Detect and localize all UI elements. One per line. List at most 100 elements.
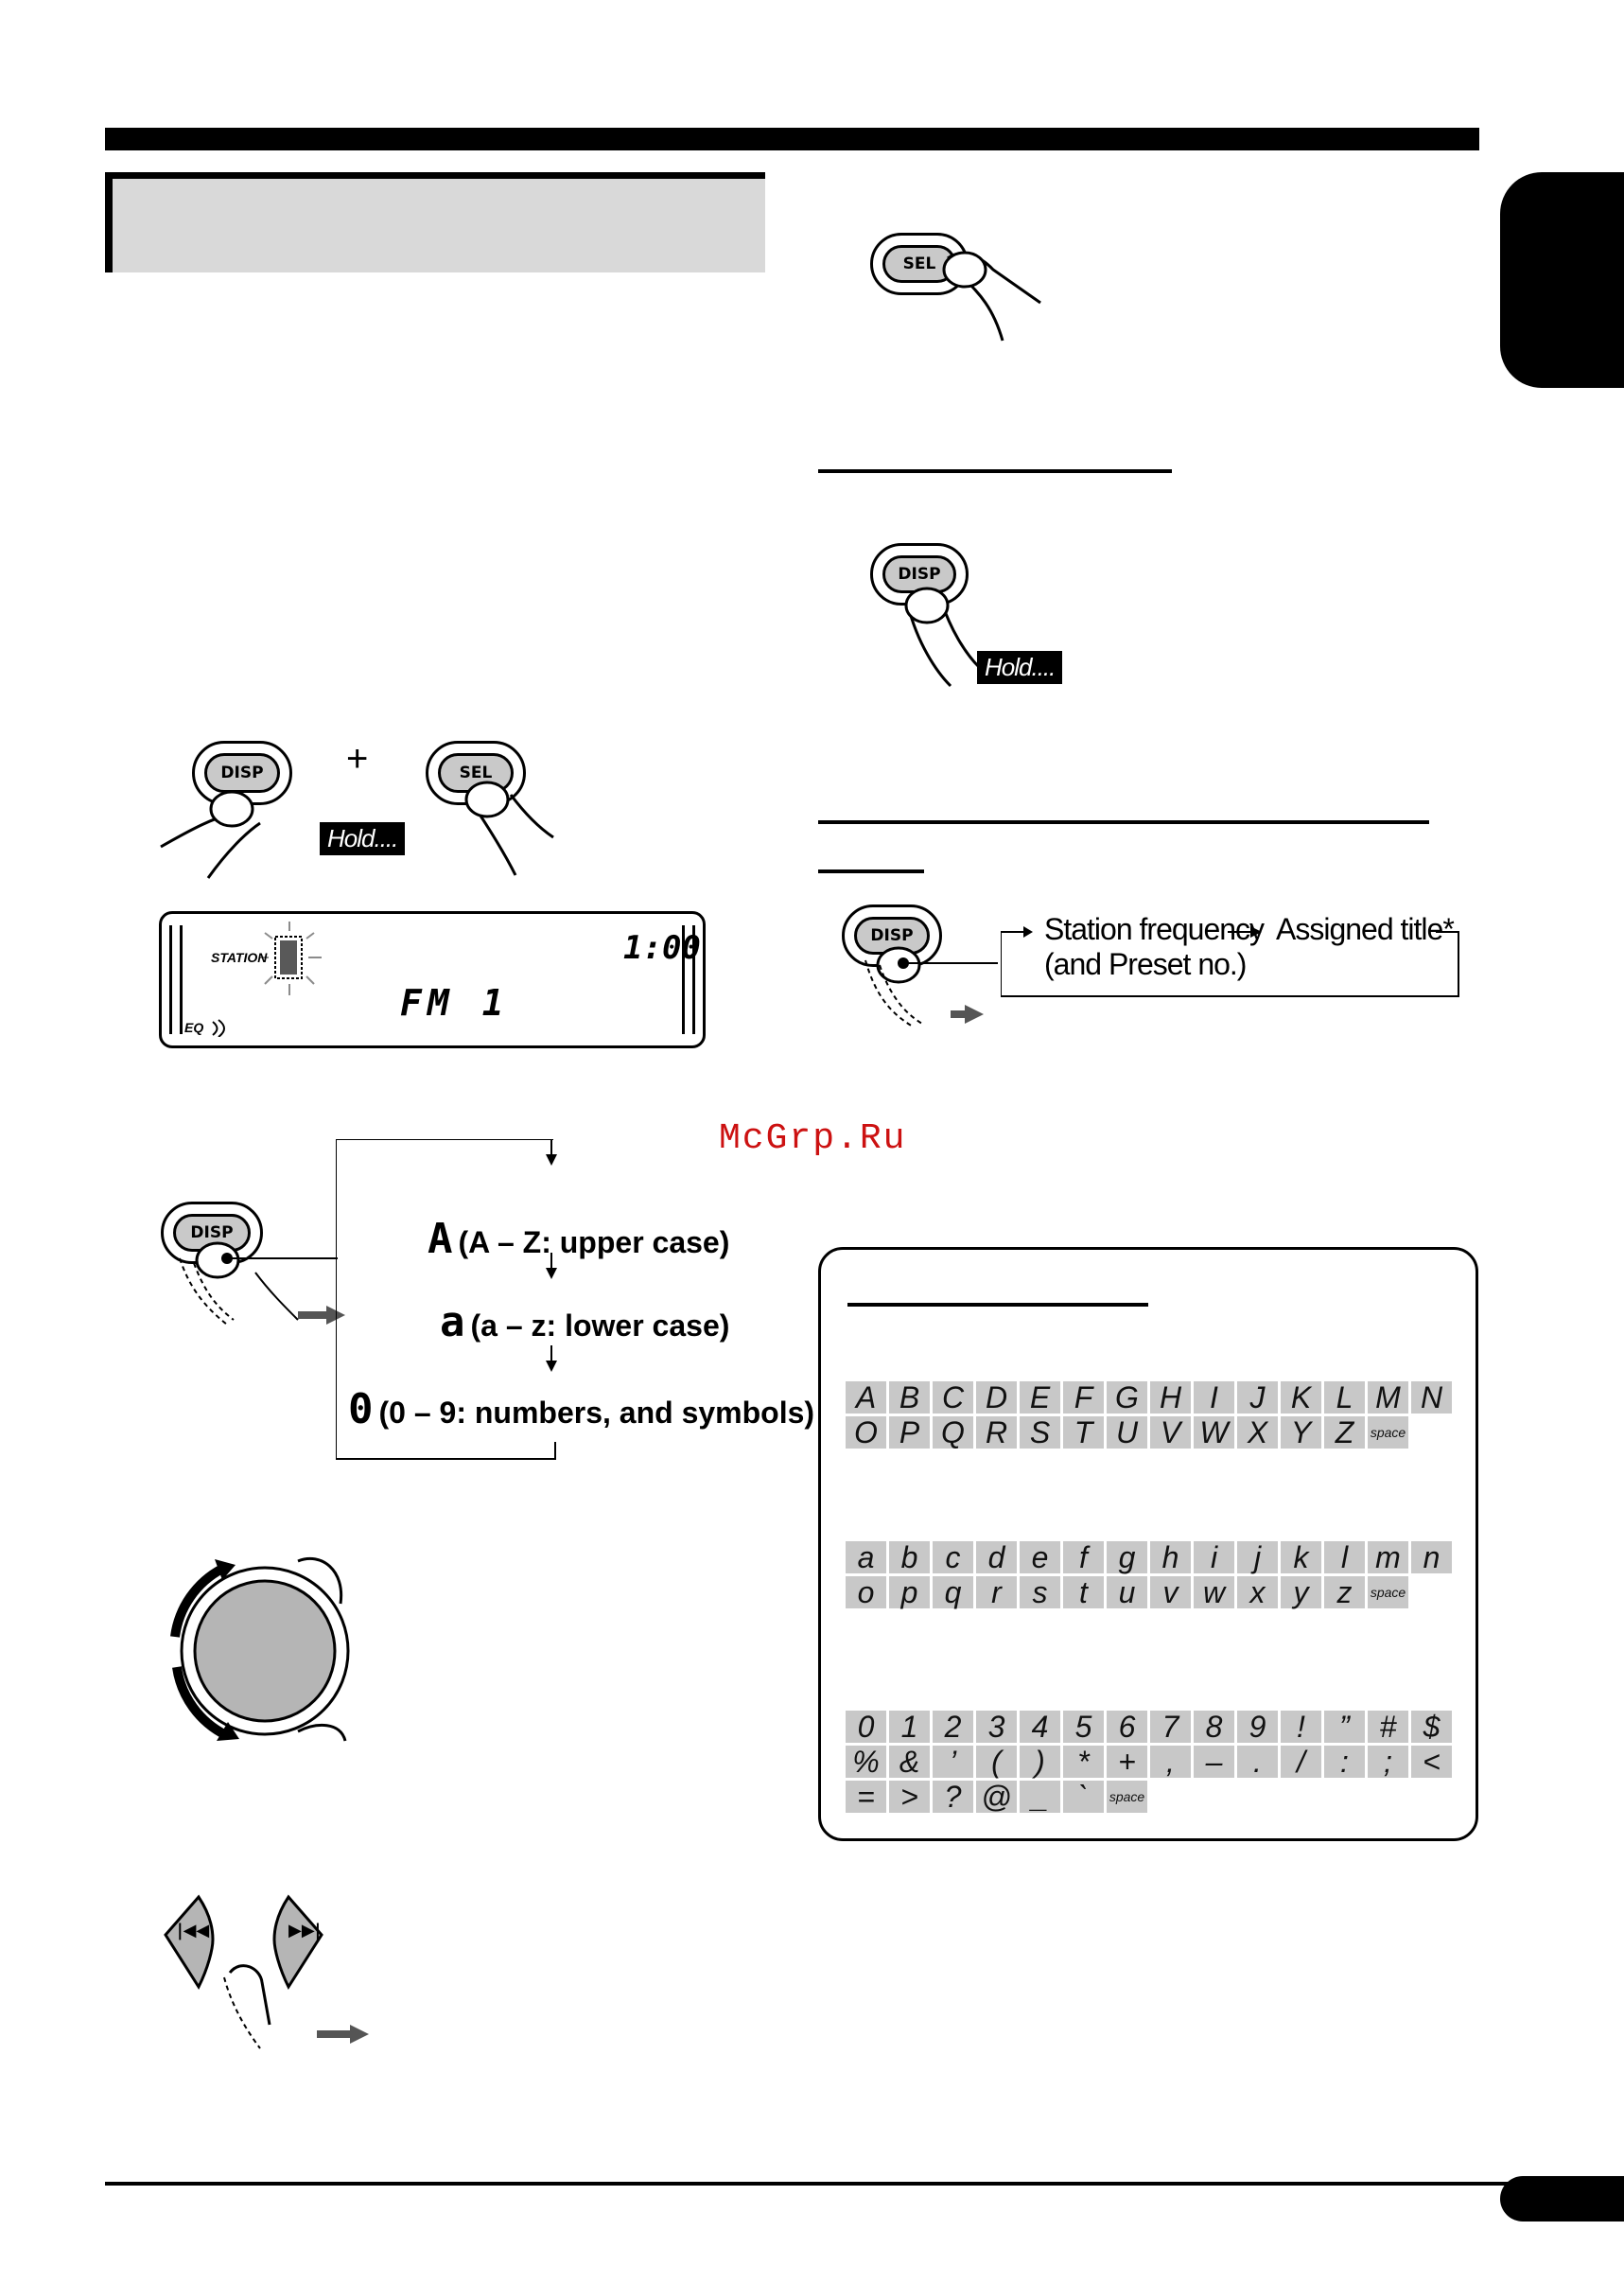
disp-button-label: DISP (882, 555, 956, 593)
char-cell: G (1107, 1380, 1147, 1414)
char-cell: k (1281, 1540, 1321, 1574)
watermark: McGrp.Ru (719, 1118, 907, 1159)
control-dial[interactable] (156, 1542, 374, 1760)
subheading-underline (818, 820, 1429, 824)
char-cell: 5 (1063, 1710, 1104, 1744)
char-cell-space: space (1368, 1416, 1408, 1449)
char-cell: 8 (1194, 1710, 1234, 1744)
char-cell: N (1411, 1380, 1452, 1414)
char-cell: 0 (846, 1710, 886, 1744)
char-cell: S (1020, 1415, 1060, 1449)
lcd-level-bar-right (682, 925, 695, 1034)
disp-button[interactable]: DISP (870, 543, 969, 606)
char-cell: h (1150, 1540, 1191, 1574)
char-cell: P (889, 1415, 930, 1449)
char-cell: u (1107, 1575, 1147, 1609)
symbol-row-3: =>?@_`space (846, 1780, 1147, 1814)
char-cell: F (1063, 1380, 1104, 1414)
language-side-tab (1500, 172, 1624, 388)
mode-number-glyph: 0 (348, 1385, 374, 1433)
char-cell: q (933, 1575, 973, 1609)
char-cell: . (1237, 1745, 1278, 1779)
char-cell: a (846, 1540, 886, 1574)
char-cell: / (1281, 1745, 1321, 1779)
char-cell: Z (1324, 1415, 1365, 1449)
char-cell: 9 (1237, 1710, 1278, 1744)
char-cell-space: space (1107, 1781, 1147, 1813)
char-cell: p (889, 1575, 930, 1609)
char-cell: 4 (1020, 1710, 1060, 1744)
panel-heading-underline (847, 1303, 1148, 1307)
press-arrow-icon (864, 946, 998, 1027)
lcd-station-label: STATION (211, 950, 268, 965)
char-cell: > (889, 1780, 930, 1814)
subheading-underline (818, 469, 1172, 473)
disp-button-label: DISP (204, 753, 280, 793)
blinking-cursor-icon (259, 922, 322, 995)
lcd-clock: 1:00 (623, 929, 701, 967)
finger-icon (942, 251, 1041, 342)
char-cell: Q (933, 1415, 973, 1449)
mode-number-label: (0 – 9: numbers, and symbols) (378, 1396, 815, 1430)
char-cell: i (1194, 1540, 1234, 1574)
char-cell: l (1324, 1540, 1365, 1574)
hold-label: Hold.... (320, 822, 406, 855)
char-cell: ) (1020, 1745, 1060, 1779)
section-title-box (105, 172, 765, 272)
char-cell: $ (1411, 1710, 1452, 1744)
mode-numbers: 0(0 – 9: numbers, and symbols) (348, 1385, 814, 1433)
char-cell: m (1368, 1540, 1408, 1574)
char-cell: * (1063, 1745, 1104, 1779)
char-cell: w (1194, 1575, 1234, 1609)
char-cell: : (1324, 1745, 1365, 1779)
sel-button-label: SEL (882, 245, 956, 283)
char-cell: E (1020, 1380, 1060, 1414)
char-cell: g (1107, 1540, 1147, 1574)
hold-label: Hold.... (977, 651, 1063, 684)
char-cell: 1 (889, 1710, 930, 1744)
page-number-pill (1500, 2176, 1624, 2222)
char-cell: j (1237, 1540, 1278, 1574)
char-cell: O (846, 1415, 886, 1449)
char-cell: C (933, 1380, 973, 1414)
char-cell: s (1020, 1575, 1060, 1609)
svg-text:|◀◀: |◀◀ (177, 1921, 209, 1941)
char-cell: & (889, 1745, 930, 1779)
char-cell: ( (976, 1745, 1017, 1779)
char-cell: v (1150, 1575, 1191, 1609)
char-cell: n (1411, 1540, 1452, 1574)
char-cell: # (1368, 1710, 1408, 1744)
char-cell: B (889, 1380, 930, 1414)
char-cell: ` (1063, 1780, 1104, 1814)
char-cell: o (846, 1575, 886, 1609)
char-cell: ? (933, 1780, 973, 1814)
finger-icon (904, 587, 981, 688)
press-arrow-icon (179, 1241, 345, 1326)
lcd-display: STATION 1:00 FM 1 EQ (159, 911, 706, 1048)
finger-icon (160, 790, 261, 879)
char-cell: ; (1368, 1745, 1408, 1779)
char-cell: % (846, 1745, 886, 1779)
eq-wave-icon (212, 1019, 225, 1037)
char-cell: X (1237, 1415, 1278, 1449)
char-cell: 3 (976, 1710, 1017, 1744)
mode-upper-glyph: A (428, 1215, 453, 1263)
finger-icon (464, 781, 554, 876)
char-cell: x (1237, 1575, 1278, 1609)
char-cell: e (1020, 1540, 1060, 1574)
display-flow-diagram (1001, 926, 1459, 997)
char-cell: d (976, 1540, 1017, 1574)
disp-button-label: DISP (173, 1214, 251, 1252)
flow-item-preset: (and Preset no.) (1044, 947, 1247, 981)
flow-item-frequency: Station frequency (1044, 912, 1265, 946)
char-cell: , (1150, 1745, 1191, 1779)
char-cell: V (1150, 1415, 1191, 1449)
char-cell: f (1063, 1540, 1104, 1574)
char-cell: c (933, 1540, 973, 1574)
char-cell-space: space (1368, 1576, 1408, 1608)
